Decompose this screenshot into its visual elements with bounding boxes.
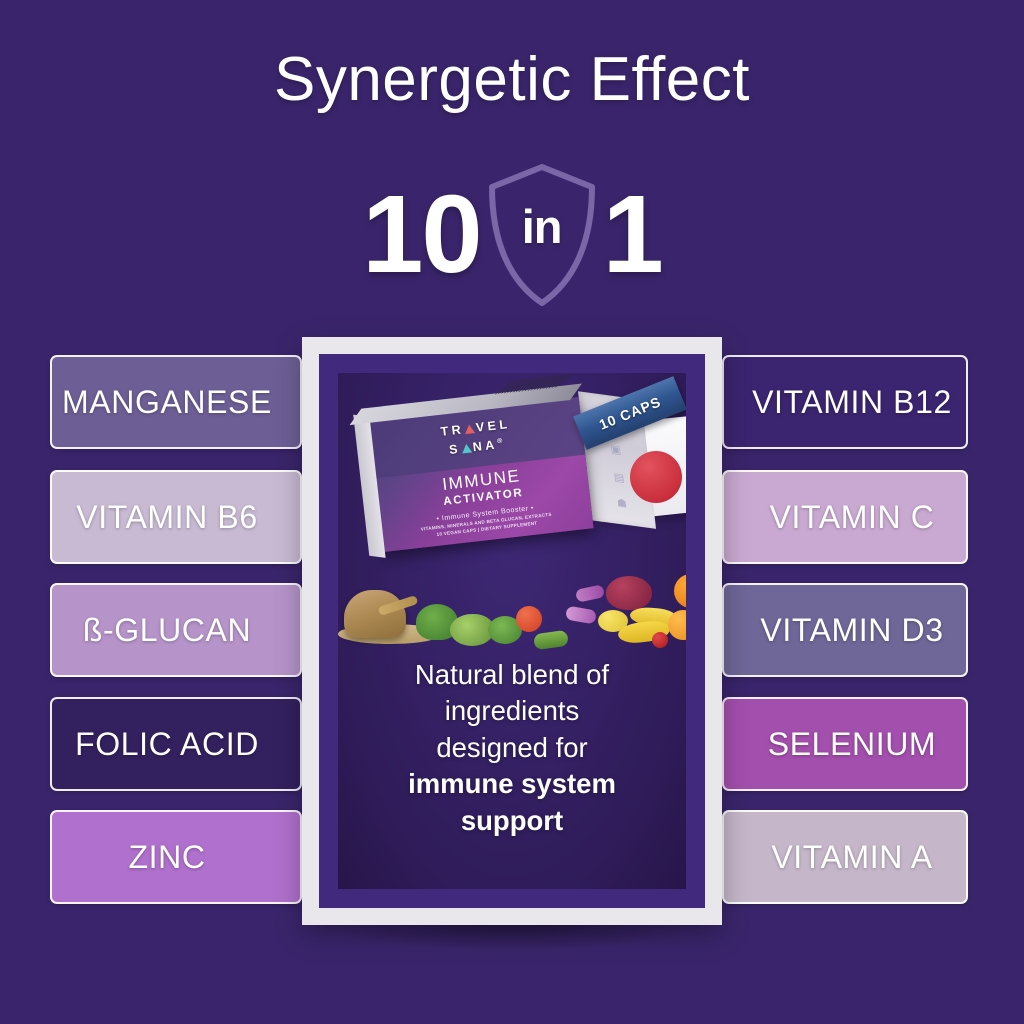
ingredient-bar-zinc[interactable]: ZINC (50, 810, 302, 904)
ingredient-bar-vitamin-b6[interactable]: VITAMIN B6 (50, 470, 302, 564)
capsule-icon (574, 584, 606, 604)
orange-icon (668, 610, 686, 641)
ingredient-label: FOLIC ACID (75, 725, 259, 762)
ingredient-bar-vitamin-b12[interactable]: VITAMIN B12 (722, 355, 968, 449)
brand-sana-part1: S (448, 442, 462, 458)
caption-bold-2: support (460, 805, 564, 837)
ingredient-label: VITAMIN D3 (760, 611, 944, 648)
lemon-icon (598, 610, 628, 633)
box-red-circle (630, 451, 682, 503)
bed-icon: ▤ (613, 471, 626, 485)
caption-line-3: designed for (436, 731, 588, 763)
ten-in-one-badge: 10 in 1 (0, 160, 1024, 310)
ingredient-bar-folic-acid[interactable]: FOLIC ACID (50, 697, 302, 791)
caption-line-1: Natural blend of (414, 658, 610, 690)
triangle-teal-icon (461, 443, 473, 454)
shield-label: in (521, 199, 563, 253)
count-number-ten: 10 (362, 173, 482, 296)
orange-icon (674, 574, 686, 609)
caption-line-2: ingredients (444, 695, 580, 727)
ingredient-label: VITAMIN B6 (76, 498, 258, 535)
frame-drop-shadow (318, 924, 706, 950)
brand-travel-part1: TR (439, 422, 465, 439)
tomato-icon (516, 606, 542, 633)
ingredient-bar-selenium[interactable]: SELENIUM (722, 697, 968, 791)
capsule-icon (565, 605, 597, 625)
ingredient-bar-manganese[interactable]: MANGANESE (50, 355, 302, 449)
cucumber-icon (533, 630, 569, 651)
product-caption: Natural blend of ingredients designed fo… (348, 657, 676, 840)
ingredient-label: VITAMIN B12 (752, 383, 952, 420)
ingredient-label: VITAMIN C (769, 498, 935, 535)
shield-icon: in (483, 160, 601, 310)
ingredient-label: VITAMIN A (771, 838, 933, 875)
shield-small-icon: ☗ (616, 497, 628, 511)
registered-mark: ® (496, 437, 507, 446)
ingredient-bar-vitamin-c[interactable]: VITAMIN C (722, 470, 968, 564)
ingredient-label: MANGANESE (62, 383, 272, 420)
ingredient-bar-vitamin-d3[interactable]: VITAMIN D3 (722, 583, 968, 677)
burlap-sack-icon (344, 590, 406, 639)
count-number-one: 1 (602, 173, 664, 296)
ingredient-bar-beta-glucan[interactable]: ß-GLUCAN (50, 583, 302, 677)
avocado-icon (450, 614, 494, 647)
ingredient-bar-vitamin-a[interactable]: VITAMIN A (722, 810, 968, 904)
cherry-icon (652, 632, 668, 649)
triangle-red-icon (464, 423, 476, 435)
food-collage (338, 560, 686, 652)
caption-bold-1: immune system (408, 768, 616, 800)
page-title: Synergetic Effect (273, 45, 751, 114)
ingredient-label: ß-GLUCAN (82, 611, 252, 648)
ingredient-label: ZINC (128, 838, 206, 875)
barcode-icon (494, 373, 576, 395)
ingredient-label: SELENIUM (767, 725, 937, 762)
brand-travel-part2: VEL (475, 416, 512, 435)
pill-icon: ▣ (609, 443, 622, 457)
grapes-icon (606, 576, 652, 611)
